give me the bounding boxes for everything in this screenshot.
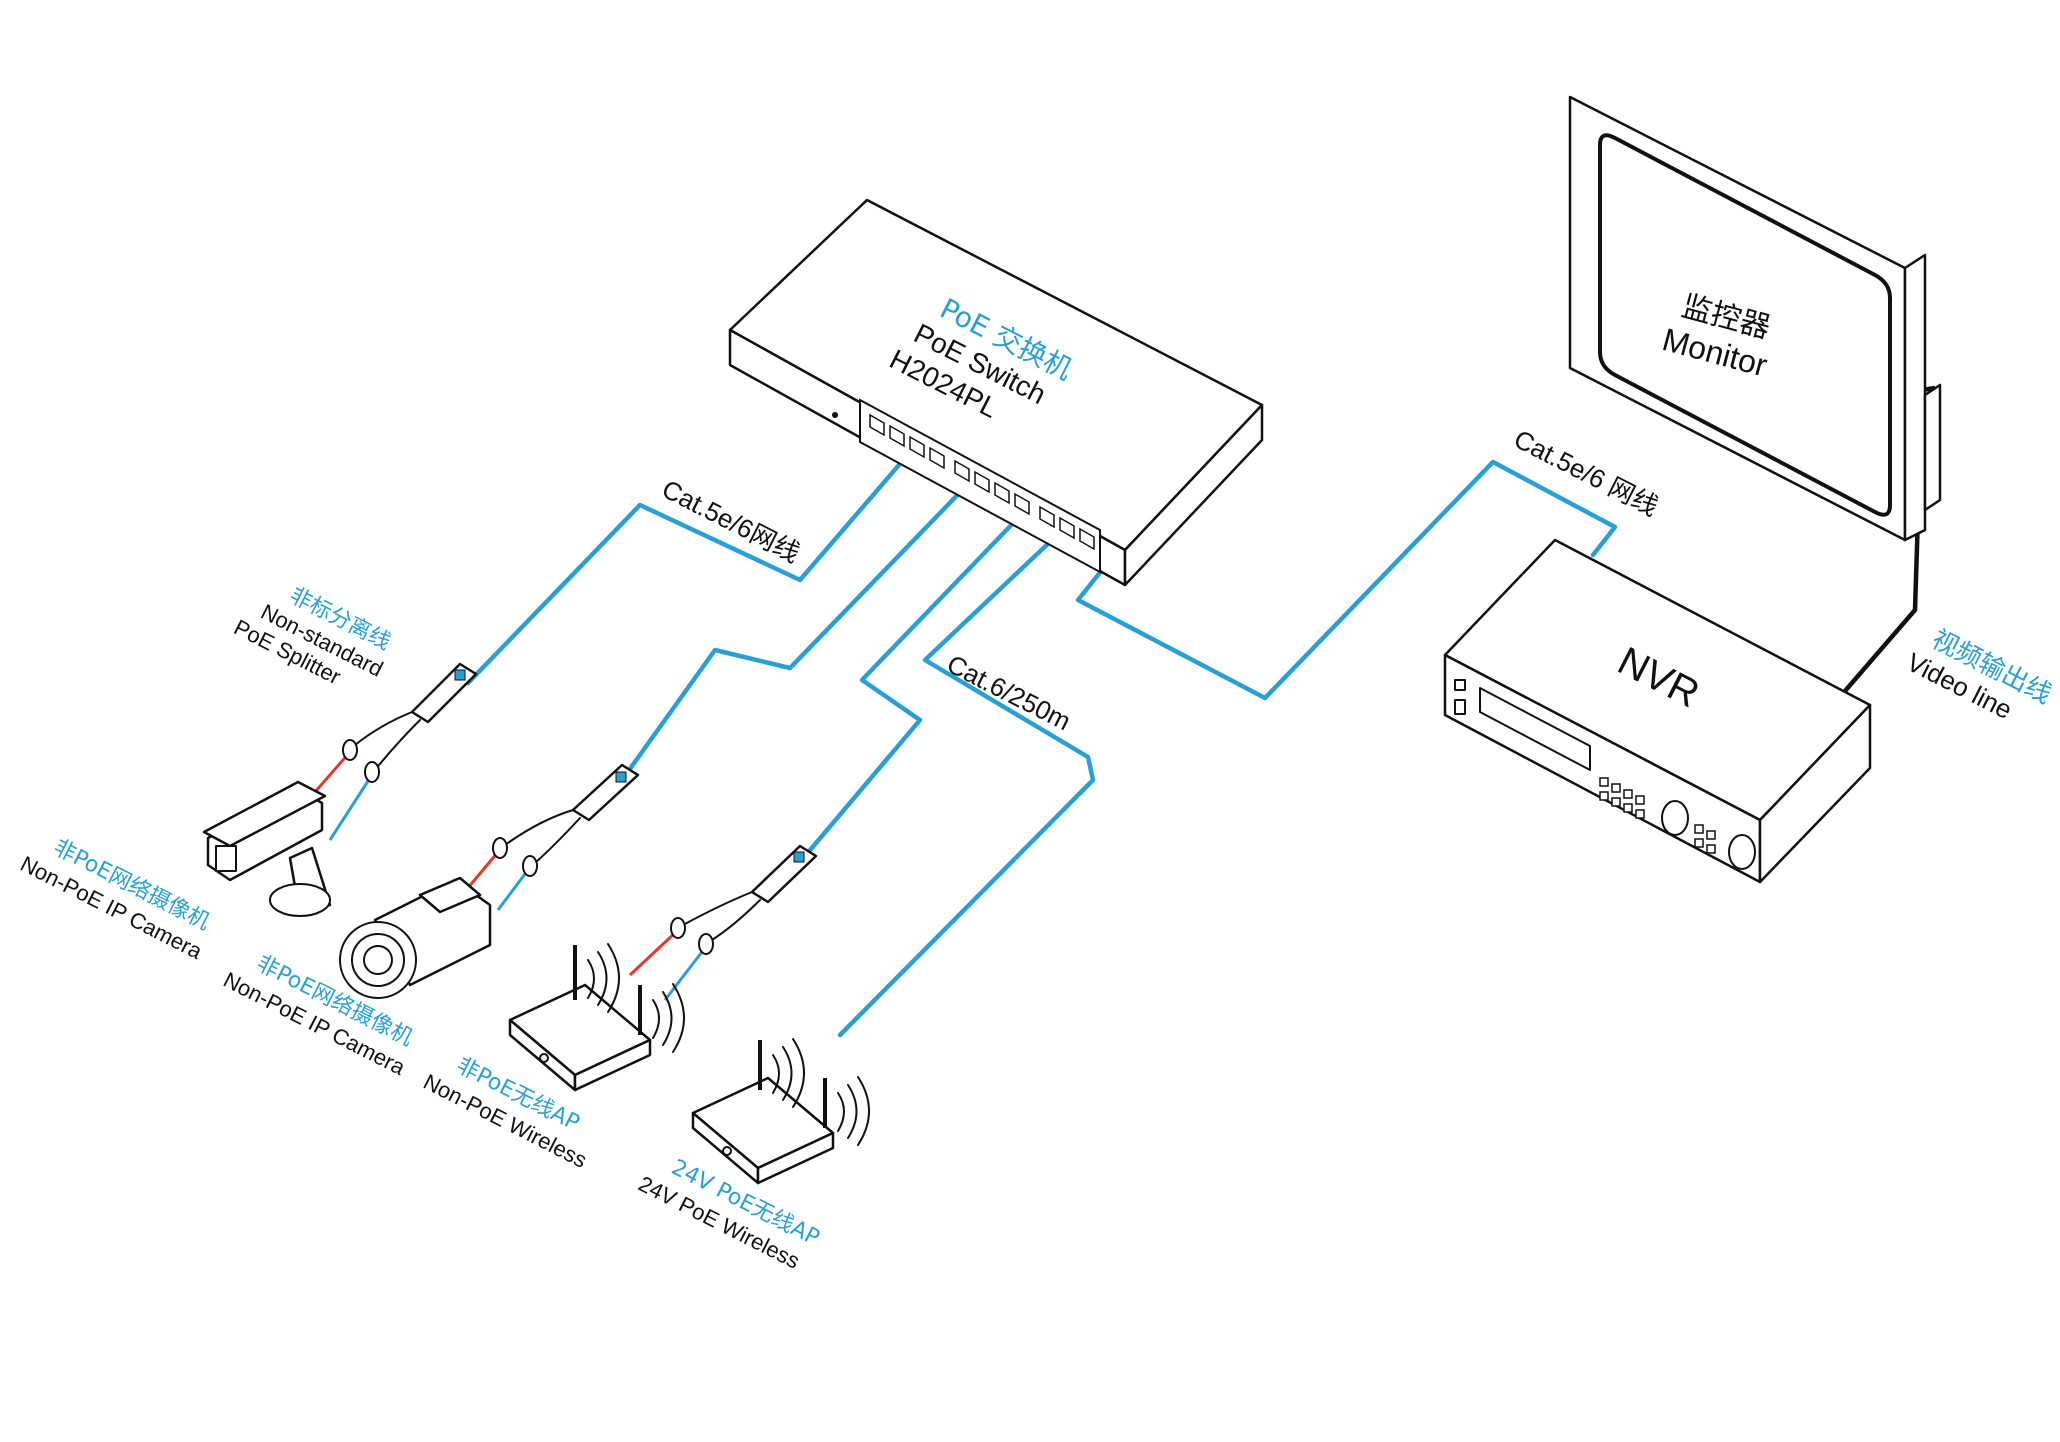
cable-switch-to-ap-long (837, 537, 1096, 1038)
switch-led (832, 412, 838, 418)
splitter-label: 非标分离线 Non-standard PoE Splitter (230, 583, 395, 689)
nvr-buttons (1599, 777, 1716, 854)
nvr-usb-port (1454, 699, 1466, 715)
nvr-usb-port-2 (1454, 679, 1466, 691)
dome-camera-icon (339, 876, 492, 999)
splitter-2-wire-black (504, 809, 574, 846)
nvr-disc-slot (1479, 687, 1591, 771)
nvr-button (1635, 795, 1645, 805)
splitter-3-wire-blue (663, 947, 707, 1001)
nvr-button (1706, 844, 1716, 854)
dome-camera-top (418, 876, 482, 914)
nvr-button (1694, 838, 1704, 848)
splitter-1-wire-black (354, 711, 413, 746)
splitter-1-rj45 (454, 669, 466, 681)
splitter-3-dc-plug (670, 917, 686, 939)
nvr-button (1599, 791, 1609, 801)
nvr-button (1599, 777, 1609, 787)
cable-switch-to-splitter-2 (619, 477, 975, 783)
poe-switch (728, 198, 1264, 587)
splitter-3-wire-black-2 (711, 899, 761, 941)
splitter-2 (460, 763, 640, 911)
splitter-2-dc-plug (492, 837, 508, 859)
switch-side (1123, 403, 1264, 587)
cable-switch-to-splitter-1 (465, 455, 908, 686)
cable-long-label-text: Cat.6/250m (942, 649, 1075, 737)
cable-long-label: Cat.6/250m (942, 649, 1075, 737)
ap-2-side (756, 1131, 835, 1185)
splitter-1-rj45-plug (364, 761, 380, 783)
monitor (1568, 95, 1942, 542)
splitter-3-rj45-plug (698, 933, 714, 955)
splitter-1-wire-blue (328, 777, 372, 841)
nvr-jog-dial (1661, 800, 1689, 836)
bullet-camera-icon (202, 780, 332, 917)
ap-2-signal-2 (837, 1076, 870, 1146)
video-line-label: 视频输出线 Video line (1902, 625, 2056, 726)
splitter-3-wire-black (682, 891, 753, 926)
nvr-button (1623, 789, 1633, 799)
nvr-button (1635, 809, 1645, 819)
bullet-camera-base (269, 883, 331, 917)
cable-switch-to-splitter-3 (797, 515, 1021, 865)
ap-1-signal-1 (587, 943, 620, 1013)
bullet-camera-lens (215, 845, 237, 872)
splitter-3-rj45 (793, 851, 805, 863)
splitter-2-wire-black-2 (534, 817, 581, 864)
switch-ports (869, 413, 1095, 551)
cable-right-label-text: Cat.5e/6 网线 (1509, 424, 1663, 522)
nvr-button (1623, 803, 1633, 813)
splitter-1-body (410, 662, 478, 724)
cable-switch-to-nvr (1075, 459, 1618, 701)
device-label-1: 非PoE网络摄像机 Non-PoE IP Camera (17, 835, 214, 964)
ap-1-side (573, 1038, 652, 1092)
monitor-stand (1923, 383, 1942, 512)
splitter-3-body (750, 844, 818, 904)
ap-2-signal-1 (772, 1038, 805, 1108)
monitor-screen (1598, 133, 1892, 517)
splitter-2-rj45 (615, 771, 627, 783)
ap-1-led (539, 1053, 549, 1063)
ap-2-led (722, 1146, 732, 1156)
dome-camera-lens-inner (363, 945, 393, 975)
cable-right-label: Cat.5e/6 网线 (1509, 424, 1663, 522)
ap-1-signal-2 (652, 983, 685, 1053)
switch-port-row (869, 413, 1095, 551)
wireless-ap-icon (691, 1038, 870, 1185)
wireless-ap-icon (508, 943, 685, 1092)
nvr-button (1706, 830, 1716, 840)
splitter-1 (306, 662, 478, 841)
splitter-3 (628, 844, 818, 1001)
splitter-2-rj45-plug (522, 855, 538, 877)
nvr-side (1758, 703, 1872, 884)
nvr (1443, 538, 1872, 884)
splitter-1-wire-black-2 (374, 719, 421, 771)
nvr-button (1611, 783, 1621, 793)
monitor-side (1903, 253, 1927, 542)
nvr-button (1611, 797, 1621, 807)
splitter-2-wire-blue (496, 869, 530, 911)
splitter-2-body (571, 763, 640, 822)
splitter-1-dc-plug (342, 739, 358, 761)
bullet-camera-hood (202, 780, 327, 848)
splitter-3-wire-red (628, 930, 678, 977)
nvr-button (1694, 824, 1704, 834)
nvr-jog-dial-2 (1728, 834, 1756, 870)
